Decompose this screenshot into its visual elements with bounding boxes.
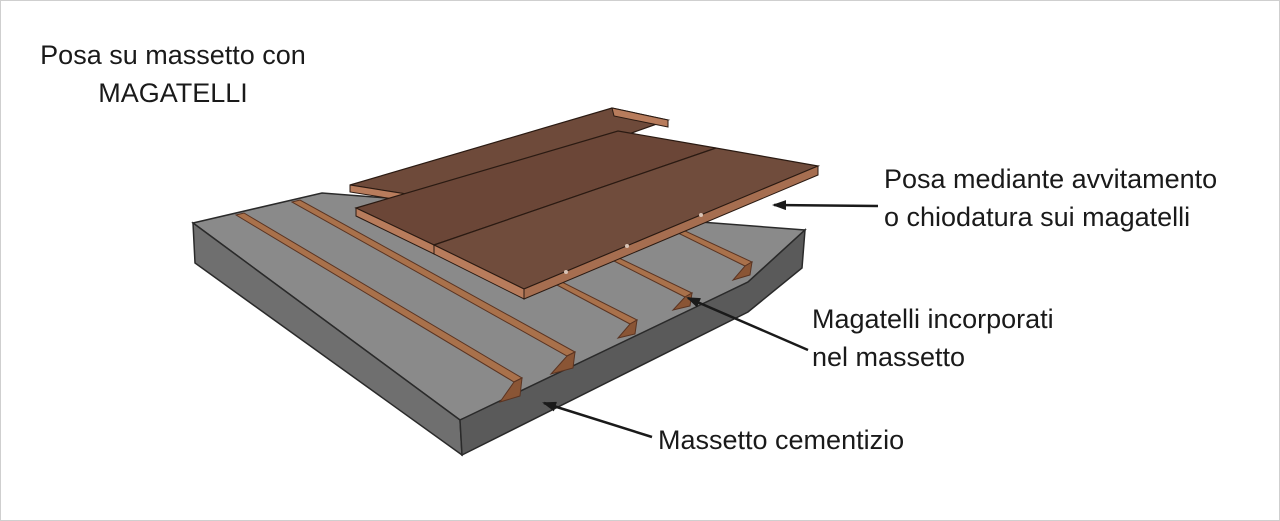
concrete-slab	[191, 192, 807, 457]
joist-2	[290, 199, 577, 375]
label-magatelli-line-1: Magatelli incorporati	[812, 304, 1054, 334]
label-massetto-line-1: Massetto cementizio	[658, 425, 905, 455]
title-line-1: Posa su massetto con	[40, 40, 306, 70]
screw-marks	[564, 213, 703, 274]
diagram-title: Posa su massetto con MAGATELLI	[28, 36, 318, 112]
arrow-massetto	[542, 401, 653, 439]
label-magatelli: Magatelli incorporati nel massetto	[812, 300, 1054, 376]
wood-planks	[349, 107, 821, 300]
embedded-joists	[234, 199, 754, 403]
joist-1	[234, 212, 524, 403]
title-line-2: MAGATELLI	[98, 78, 248, 108]
screw-icon	[699, 213, 703, 217]
screw-icon	[564, 270, 568, 274]
label-posa-line-1: Posa mediante avvitamento	[884, 164, 1218, 194]
slab-side-face	[459, 228, 806, 457]
label-massetto: Massetto cementizio	[658, 421, 904, 459]
arrow-magatelli	[686, 296, 809, 352]
leader-arrows	[542, 200, 879, 439]
plank-front	[432, 147, 821, 300]
label-magatelli-line-2: nel massetto	[812, 342, 966, 372]
arrow-posa	[772, 200, 879, 211]
label-posa: Posa mediante avvitamento o chiodatura s…	[884, 160, 1217, 236]
label-posa-line-2: o chiodatura sui magatelli	[884, 202, 1191, 232]
screw-icon	[625, 244, 629, 248]
